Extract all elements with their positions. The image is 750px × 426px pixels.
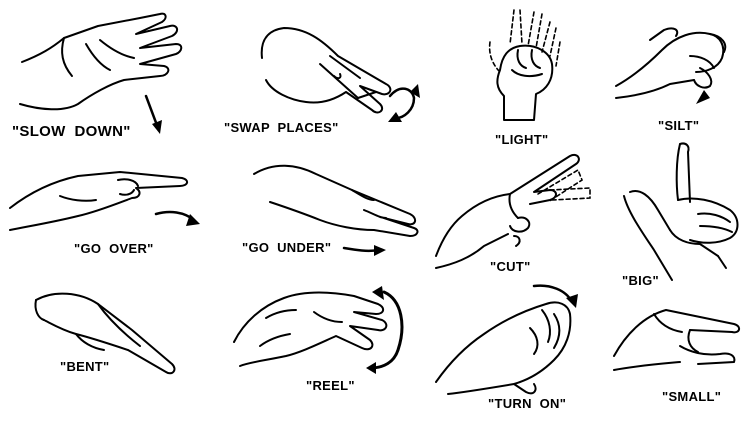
label-slow-down: "SLOW DOWN" — [12, 123, 131, 140]
label-go-over: "GO OVER" — [74, 241, 154, 256]
sign-swap-places: "SWAP PLACES" — [210, 0, 430, 150]
turn-on-hand-drawing — [430, 280, 578, 426]
go-under-hand-drawing — [240, 150, 440, 256]
label-bent: "BENT" — [60, 359, 110, 374]
label-small: "SMALL" — [662, 389, 722, 404]
silt-hand-drawing — [610, 0, 750, 104]
sign-turn-on: "TURN ON" — [430, 280, 600, 426]
label-turn-on: "TURN ON" — [488, 396, 567, 411]
label-reel: "REEL" — [306, 378, 355, 393]
sign-big: "BIG" — [610, 140, 750, 290]
go-over-hand-drawing — [0, 150, 200, 270]
sign-slow-down: "SLOW DOWN" — [0, 0, 200, 150]
small-hand-drawing — [610, 290, 750, 426]
sign-bent: "BENT" — [0, 280, 200, 426]
label-silt: "SILT" — [658, 118, 700, 133]
label-swap-places: "SWAP PLACES" — [224, 120, 339, 135]
label-big: "BIG" — [622, 273, 659, 288]
sign-reel: "REEL" — [220, 270, 420, 426]
sign-silt: "SILT" — [610, 0, 750, 150]
big-hand-drawing — [610, 140, 750, 290]
reel-hand-drawing — [220, 286, 420, 374]
label-cut: "CUT" — [490, 259, 531, 274]
sign-light: "LIGHT" — [460, 0, 570, 150]
label-go-under: "GO UNDER" — [242, 240, 332, 255]
sign-cut: "CUT" — [430, 150, 600, 280]
cut-hand-drawing — [430, 150, 600, 280]
sign-go-over: "GO OVER" — [0, 150, 220, 270]
sign-small: "SMALL" — [610, 290, 750, 426]
label-light: "LIGHT" — [495, 132, 549, 147]
light-hand-drawing — [460, 0, 570, 150]
sign-go-under: "GO UNDER" — [240, 150, 440, 270]
swap-places-hand-drawing — [210, 0, 420, 122]
slow-down-hand-drawing — [0, 0, 200, 134]
bent-hand-drawing — [0, 280, 200, 426]
